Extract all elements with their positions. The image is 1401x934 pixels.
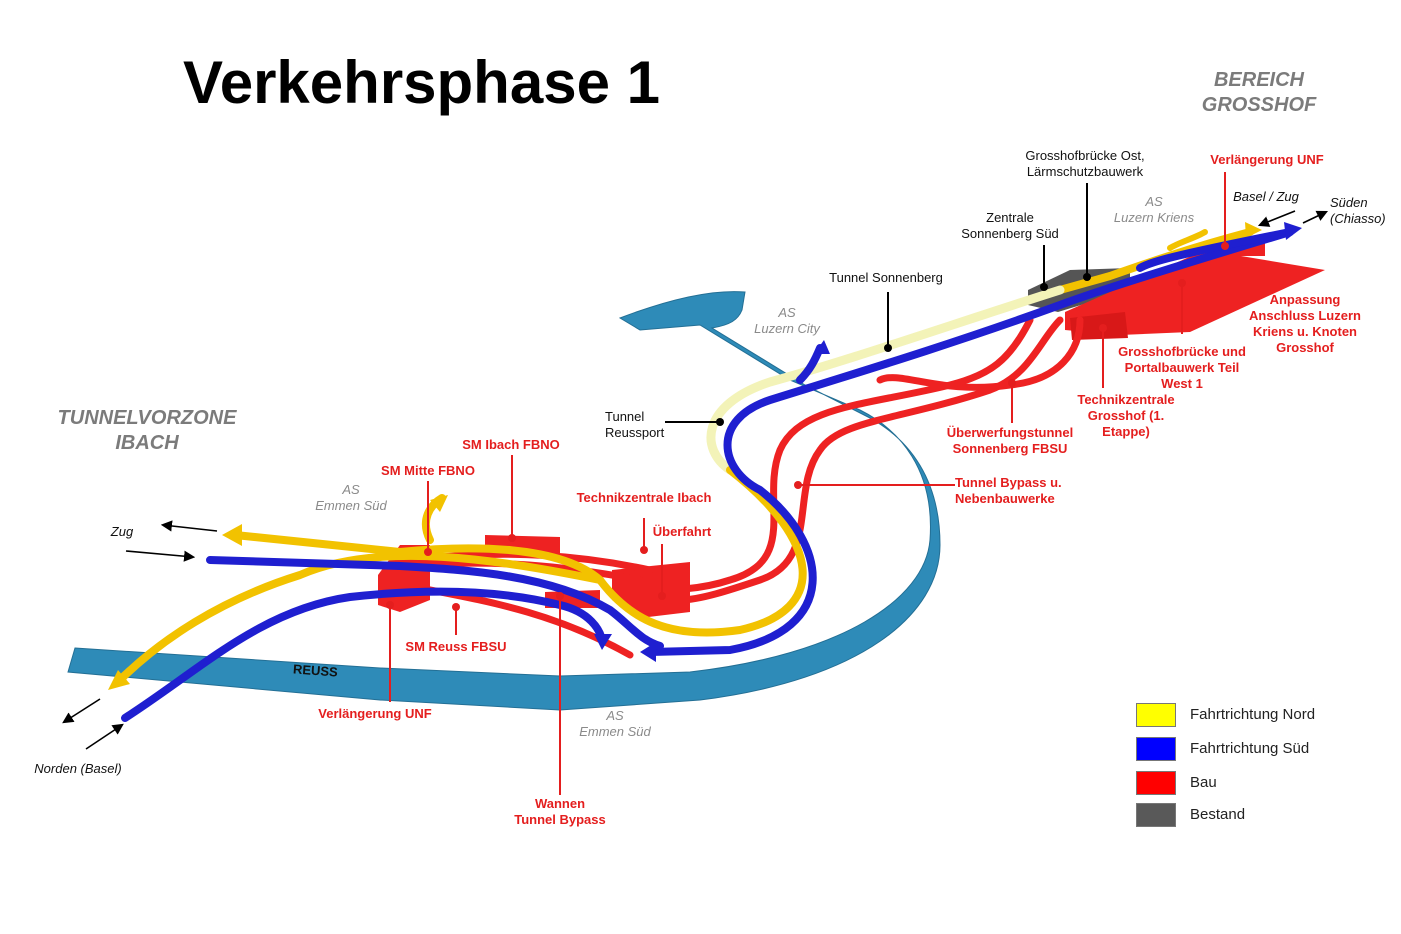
label-tunnel-reussport: Tunnel Reussport xyxy=(605,409,665,440)
label-verlaengerung-unf-top: Verlängerung UNF xyxy=(1210,152,1324,167)
label-technikzentrale-ibach: Technikzentrale Ibach xyxy=(576,490,712,505)
label-as-emmen-sued-top: AS Emmen Süd xyxy=(315,482,387,513)
zone-tunnelvorzone-ibach: TUNNELVORZONE IBACH xyxy=(57,407,237,454)
leader-dots xyxy=(386,242,1229,611)
page-title: Verkehrsphase 1 xyxy=(183,49,660,116)
label-zug: Zug xyxy=(110,524,134,539)
label-as-luzern-kriens: AS Luzern Kriens xyxy=(1113,194,1195,225)
legend-label-bestand: Bestand xyxy=(1190,806,1246,823)
label-sueden-chiasso: Süden (Chiasso) xyxy=(1330,195,1386,226)
zone-bereich-grosshof: BEREICH GROSSHOF xyxy=(1201,69,1317,116)
legend-swatch-bau xyxy=(1136,771,1176,795)
label-grosshofbruecke-ost: Grosshofbrücke Ost, Lärmschutzbauwerk xyxy=(1025,148,1145,179)
label-basel-zug: Basel / Zug xyxy=(1233,189,1299,204)
label-tunnel-bypass: Tunnel Bypass u. Nebenbauwerke xyxy=(955,475,1062,506)
label-ueberwerfungstunnel: Überwerfungstunnel Sonnenberg FBSU xyxy=(946,425,1074,456)
label-anpassung: Anpassung Anschluss Luzern Kriens u. Kno… xyxy=(1249,292,1361,355)
label-verlaengerung-unf-bottom: Verlängerung UNF xyxy=(318,706,432,721)
label-sm-mitte: SM Mitte FBNO xyxy=(381,463,475,478)
northbound-arrowheads xyxy=(108,222,1262,690)
legend-swatch-sued xyxy=(1136,737,1176,761)
label-as-emmen-sued-bottom: AS Emmen Süd xyxy=(579,708,651,739)
label-wannen-tunnel-bypass: Wannen Tunnel Bypass xyxy=(514,796,606,827)
leader-lines xyxy=(389,172,1226,795)
southbound-arrowheads xyxy=(594,222,1302,662)
legend-label-nord: Fahrtrichtung Nord xyxy=(1190,706,1316,723)
label-reuss: REUSS xyxy=(292,661,339,680)
label-tunnel-sonnenberg: Tunnel Sonnenberg xyxy=(829,270,943,285)
legend-label-bau: Bau xyxy=(1190,774,1217,791)
label-sm-reuss: SM Reuss FBSU xyxy=(405,639,507,654)
label-technikzentrale-grosshof: Technikzentrale Grosshof (1. Etappe) xyxy=(1077,392,1175,439)
northbound-lanes xyxy=(114,228,1254,686)
river-reuss xyxy=(67,291,941,711)
label-as-luzern-city: AS Luzern City xyxy=(754,305,820,336)
label-ueberfahrt: Überfahrt xyxy=(652,524,712,539)
label-zentrale-sonnenberg: Zentrale Sonnenberg Süd xyxy=(961,210,1059,241)
southbound-lanes xyxy=(121,228,1294,722)
label-sm-ibach: SM Ibach FBNO xyxy=(462,437,560,452)
label-norden-basel: Norden (Basel) xyxy=(34,761,122,776)
legend-swatch-bestand xyxy=(1136,803,1176,827)
direction-arrows xyxy=(62,210,1329,750)
legend-label-sued: Fahrtrichtung Süd xyxy=(1190,740,1310,757)
legend-swatch-nord xyxy=(1136,703,1176,727)
label-grosshofbruecke-portal: Grosshofbrücke und Portalbauwerk Teil We… xyxy=(1118,344,1246,391)
